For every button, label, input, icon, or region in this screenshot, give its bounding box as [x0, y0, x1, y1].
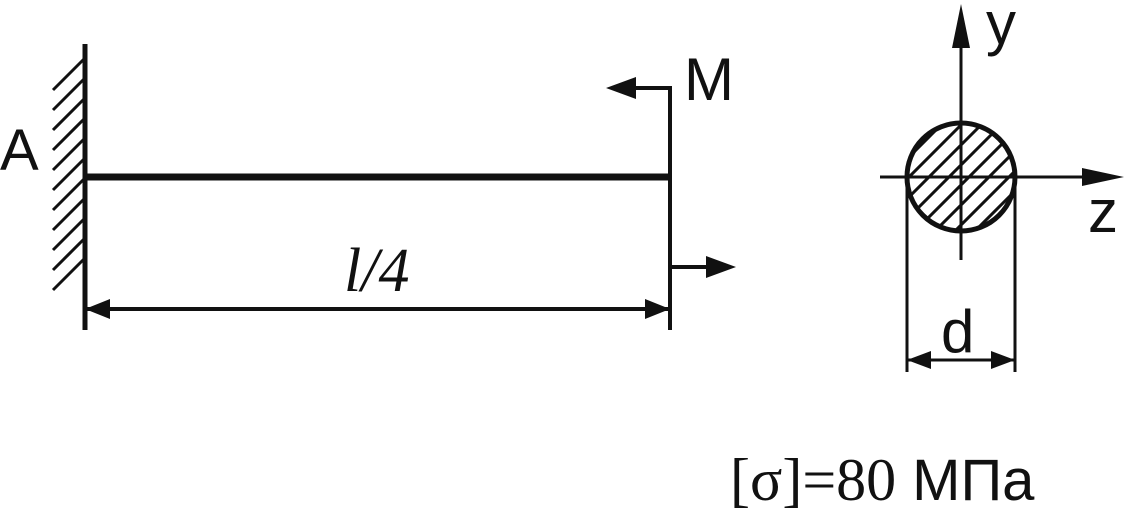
- moment-arrow: [606, 77, 670, 99]
- y-axis-label: y: [986, 0, 1016, 57]
- y-axis: [952, 4, 970, 260]
- stress-unit: МПа: [912, 448, 1035, 513]
- length-label-l: l: [344, 237, 361, 305]
- support-label-a: A: [0, 118, 39, 183]
- moment-label-m: M: [684, 46, 734, 113]
- fixed-support: [51, 44, 88, 330]
- stress-symbol: [σ]: [730, 447, 802, 513]
- axial-force-arrow: [670, 256, 736, 278]
- wall-hatching: [51, 56, 87, 292]
- z-axis: [880, 168, 1124, 186]
- length-label: l/4: [344, 237, 409, 305]
- diameter-dimension: [905, 177, 1017, 372]
- stress-value: 80: [836, 447, 896, 513]
- length-label-fraction: /4: [358, 237, 409, 305]
- z-axis-label: z: [1088, 178, 1118, 245]
- stress-equals: =: [802, 447, 836, 513]
- length-dimension: [85, 299, 670, 319]
- diameter-label: d: [941, 298, 974, 365]
